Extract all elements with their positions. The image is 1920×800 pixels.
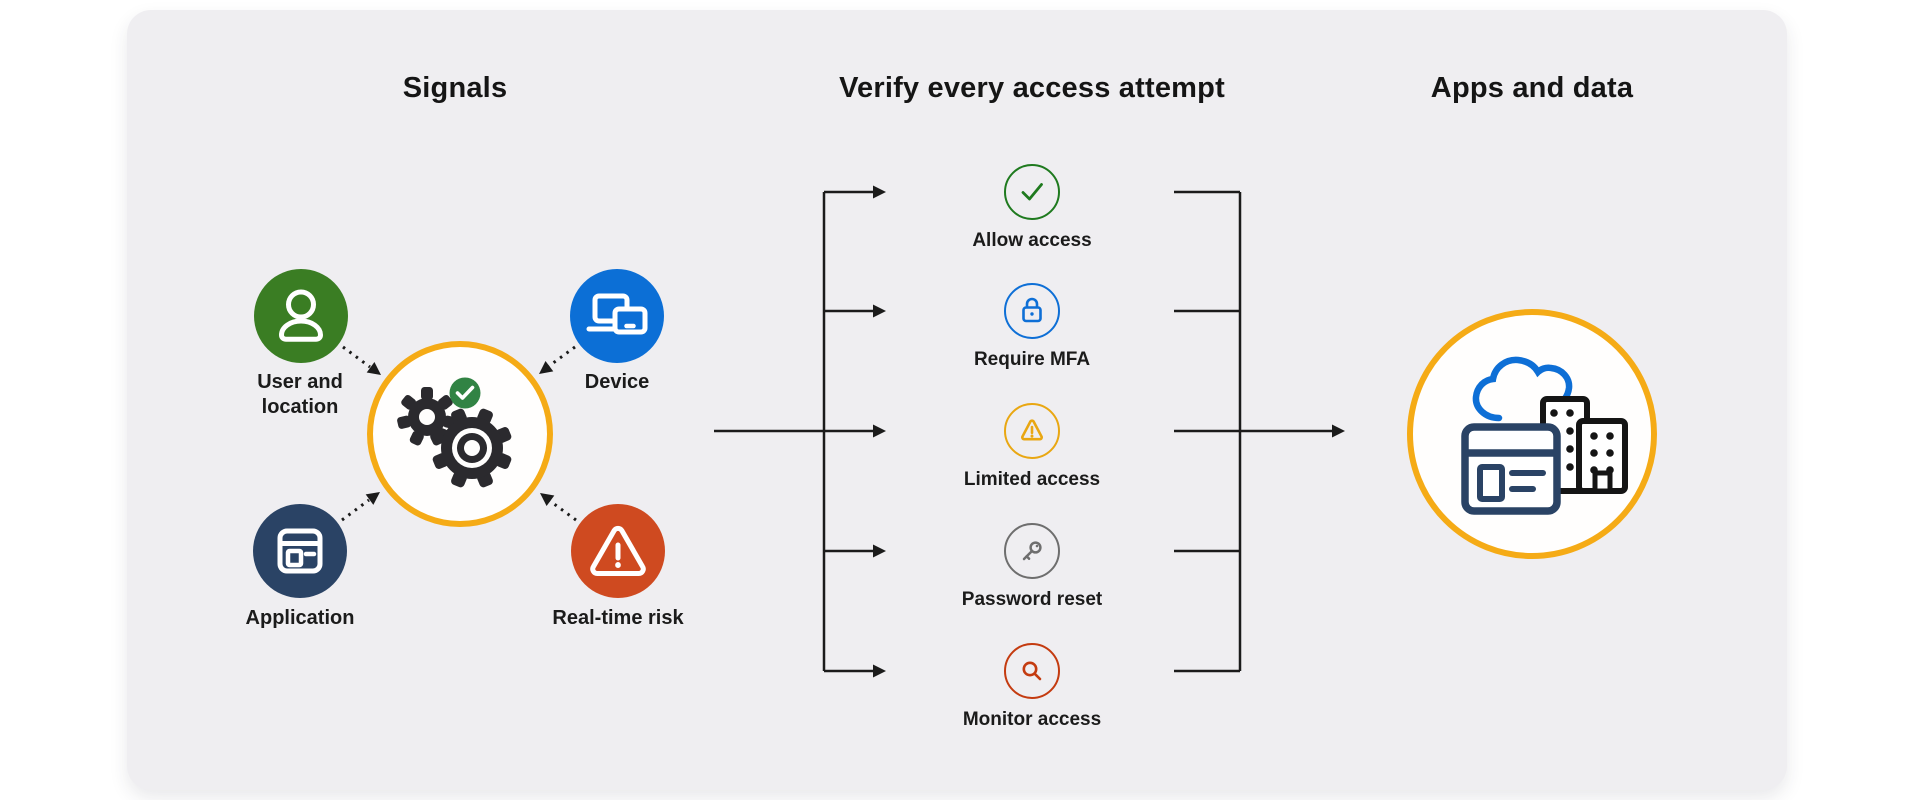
magnifier-icon bbox=[1022, 661, 1042, 681]
gears-icon bbox=[397, 377, 512, 488]
option-monitor-access bbox=[1004, 643, 1060, 699]
signal-label-application: Application bbox=[245, 607, 355, 629]
apps-header: Apps and data bbox=[1430, 72, 1634, 104]
option-label-password-reset: Password reset bbox=[961, 589, 1103, 610]
option-allow-access bbox=[1004, 164, 1060, 220]
warning-icon bbox=[1021, 419, 1043, 441]
option-require-mfa bbox=[1004, 283, 1060, 339]
signal-node-application bbox=[253, 504, 347, 598]
signal-node-user-location bbox=[254, 269, 348, 363]
key-icon bbox=[1022, 541, 1042, 561]
signal-label-user-location: User and location bbox=[257, 371, 343, 418]
option-label-monitor-access: Monitor access bbox=[962, 709, 1102, 730]
devices-icon bbox=[586, 293, 648, 335]
signal-label-real-time-risk: Real-time risk bbox=[552, 607, 684, 629]
check-icon bbox=[1021, 183, 1043, 201]
cloud-icon bbox=[1472, 356, 1573, 422]
policy-engine-circle bbox=[367, 341, 553, 527]
app-window-icon bbox=[1461, 423, 1561, 515]
signal-node-real-time-risk bbox=[571, 504, 665, 598]
option-label-limited-access: Limited access bbox=[963, 469, 1101, 490]
apps-and-data-circle bbox=[1407, 309, 1657, 559]
option-label-allow-access: Allow access bbox=[972, 230, 1092, 251]
check-badge-icon bbox=[449, 377, 481, 409]
option-label-require-mfa: Require MFA bbox=[973, 349, 1091, 370]
verify-header: Verify every access attempt bbox=[839, 72, 1225, 104]
app-window-icon bbox=[277, 528, 323, 574]
signal-node-device bbox=[570, 269, 664, 363]
signals-header: Signals bbox=[402, 72, 508, 104]
warning-triangle-icon bbox=[590, 525, 646, 576]
person-icon bbox=[279, 289, 323, 342]
lock-icon bbox=[1022, 297, 1042, 323]
signal-label-device: Device bbox=[584, 371, 650, 393]
option-password-reset bbox=[1004, 523, 1060, 579]
option-limited-access bbox=[1004, 403, 1060, 459]
apps-and-data-icons bbox=[1461, 356, 1628, 515]
